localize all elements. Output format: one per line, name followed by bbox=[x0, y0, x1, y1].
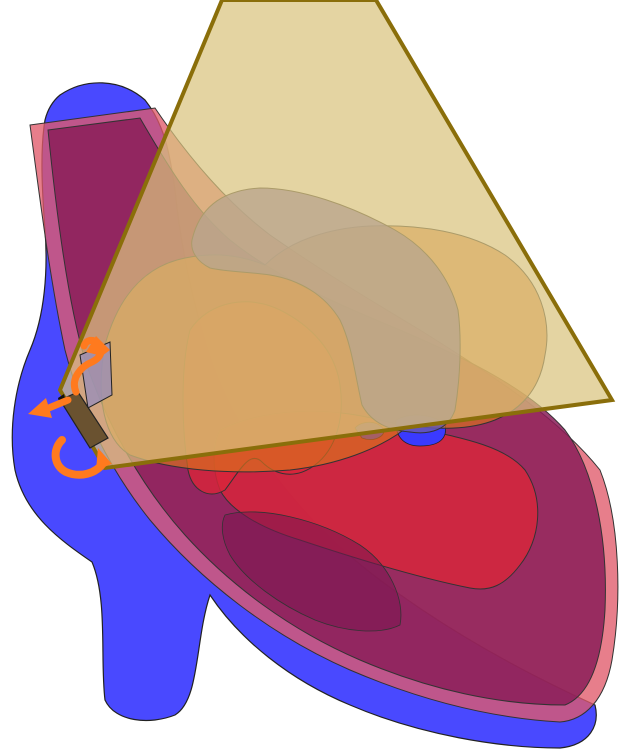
imaging-plane bbox=[60, 0, 612, 468]
